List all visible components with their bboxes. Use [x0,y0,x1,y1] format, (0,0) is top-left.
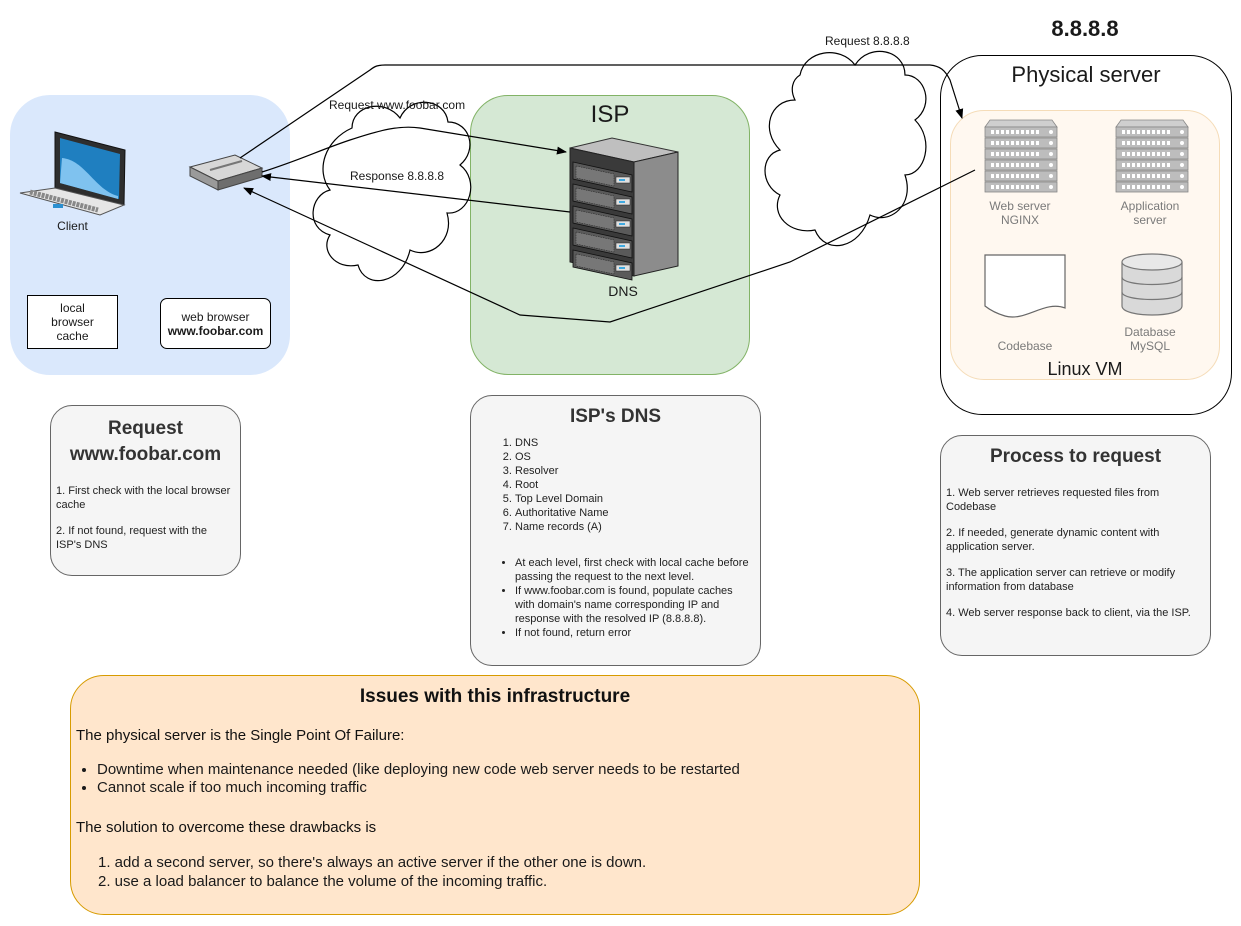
issue-item: Cannot scale if too much incoming traffi… [97,779,740,797]
dns-note-bullet: If not found, return error [515,626,753,640]
request-note-title-line2: www.foobar.com [69,444,222,465]
web-browser: web browser www.foobar.com [160,298,271,349]
request-note-item: 2. If not found, request with the ISP's … [56,525,208,551]
process-note-item: 3. The application server can retrieve o… [946,567,1176,593]
vm-server-stacks [984,119,1189,193]
dns-level-item: Resolver [515,464,609,478]
web-browser-label: web browser [181,310,250,324]
dns-note-bullet: At each level, first check with local ca… [515,556,753,584]
process-note-item: 2. If needed, generate dynamic content w… [946,527,1160,553]
linux-vm-label: Linux VM [1047,359,1123,379]
isp-dns-note: ISP's DNS DNS OS Resolver Root Top Level… [470,395,761,666]
arrow-response-server [243,169,976,323]
codebase-icon [984,254,1066,318]
issues-title: Issues with this infrastructure [359,686,631,707]
issue-item: Downtime when maintenance needed (like d… [97,761,740,779]
request-note-item: 1. First check with the local browser ca… [56,485,231,511]
dns-level-item: Root [515,478,609,492]
dns-level-item: DNS [515,436,609,450]
web-server-label: Web server NGINX [970,199,1070,227]
web-server-line1: Web server [989,199,1051,213]
request-domain-label: Request www.foobar.com [329,98,466,112]
web-browser-url: www.foobar.com [167,324,264,338]
isp-dns-note-title: ISP's DNS [569,406,662,427]
app-server-line1: Application [1120,199,1180,213]
process-note-item: 1. Web server retrieves requested files … [946,487,1160,513]
server-ip: 8.8.8.8 [1051,16,1119,41]
database-line1: Database [1124,325,1176,339]
request-note-title-line1: Request [108,418,183,439]
app-server-label: Application server [1100,199,1200,227]
client-label: Client [57,219,88,233]
physical-server-title: Physical server [1011,62,1161,87]
solution-list: 1. add a second server, so there's alway… [98,853,646,891]
dns-level-item: Top Level Domain [515,492,609,506]
router-icon [188,154,264,191]
request-note-title: Request www.foobar.com [51,416,240,468]
local-browser-cache: local browser cache [27,295,118,349]
rack-unit [572,161,633,193]
arrow-request-domain [261,126,567,173]
dns-note-bullet: If www.foobar.com is found, populate cac… [515,584,753,626]
dns-level-item: OS [515,450,609,464]
issues-intro: The physical server is the Single Point … [76,727,405,744]
dns-level-item: Name records (A) [515,520,609,534]
rack-unit [572,205,633,237]
request-ip-label: Request 8.8.8.8 [825,34,910,48]
dns-level-item: Authoritative Name [515,506,609,520]
solution-intro: The solution to overcome these drawbacks… [76,819,377,836]
process-note: Process to request 1. Web server retriev… [940,435,1211,656]
request-note: Request www.foobar.com 1. First check wi… [50,405,241,576]
solution-item: 2. use a load balancer to balance the vo… [98,873,548,890]
server-stack-icon [984,119,1058,193]
database-line2: MySQL [1129,339,1170,353]
solution-item: 1. add a second server, so there's alway… [98,854,647,871]
local-browser-cache-label: local browser cache [51,301,94,343]
dns-label: DNS [608,283,638,299]
arrow-response-ip [261,173,571,213]
response-ip-label: Response 8.8.8.8 [350,169,445,183]
issues-box: Issues with this infrastructure The phys… [70,675,920,915]
dns-notes-list: At each level, first check with local ca… [471,556,757,640]
rack-unit [572,227,633,259]
isp-title: ISP [590,101,630,128]
laptop-icon [19,131,126,216]
process-note-item: 4. Web server response back to client, v… [946,607,1191,619]
rack-unit [572,249,633,281]
rack-unit [572,183,633,215]
database-label: Database MySQL [1100,325,1200,353]
codebase-label: Codebase [997,339,1053,353]
database-icon [1121,253,1183,316]
issues-list: Downtime when maintenance needed (like d… [71,761,740,797]
arrow-request-ip [239,64,964,159]
web-server-line2: NGINX [1000,213,1039,227]
internet-cloud-right [764,50,927,247]
dns-levels-list: DNS OS Resolver Root Top Level Domain Au… [471,436,609,534]
server-stack-icon [1115,119,1189,193]
process-note-title: Process to request [989,446,1162,467]
app-server-line2: server [1133,213,1167,227]
